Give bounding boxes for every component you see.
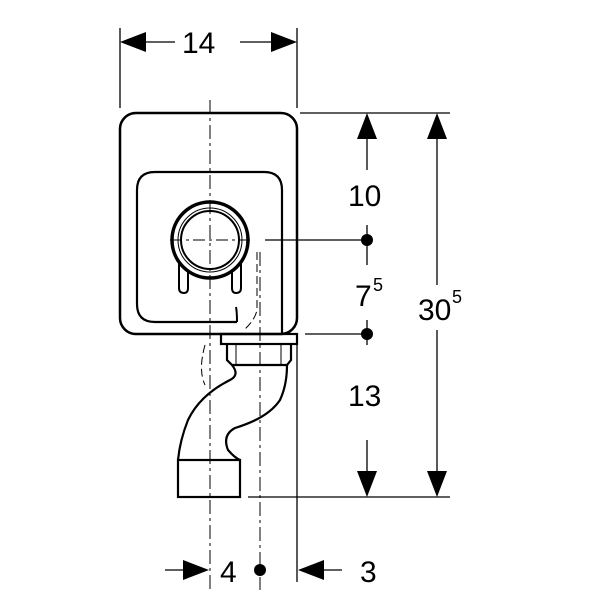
dim-upper: 10: [348, 180, 381, 213]
arrow-right-icon: [271, 32, 297, 52]
dot-marker: [361, 328, 373, 340]
dot-marker: [361, 234, 373, 246]
dim-middle: 7: [355, 280, 372, 313]
outer-housing: [118, 111, 299, 336]
clamp-left: [178, 262, 189, 295]
arrow-left-icon: [120, 32, 146, 52]
coupling-plate: [219, 332, 299, 346]
arrowheads: [120, 32, 447, 580]
arrow-up-icon: [427, 113, 447, 139]
dim-lower: 13: [348, 380, 381, 413]
dim-total: 30: [418, 294, 451, 327]
arrow-down-icon: [427, 471, 447, 497]
dim-offset-right: 3: [360, 556, 377, 589]
dim-middle-sup: 5: [373, 275, 383, 295]
pipe-socket: [176, 458, 242, 499]
dot-marker: [254, 564, 266, 576]
arrow-up-icon: [357, 113, 377, 139]
inner-housing: [135, 170, 284, 334]
arrow-down-icon: [357, 471, 377, 497]
dim-width: 14: [182, 27, 215, 60]
arrow-left-icon: [298, 560, 324, 580]
clamp-right: [231, 262, 242, 295]
arrow-right-icon: [183, 560, 209, 580]
dim-total-sup: 5: [452, 287, 462, 307]
siphon-pipe: [176, 364, 289, 462]
dim-offset-left: 4: [220, 556, 237, 589]
